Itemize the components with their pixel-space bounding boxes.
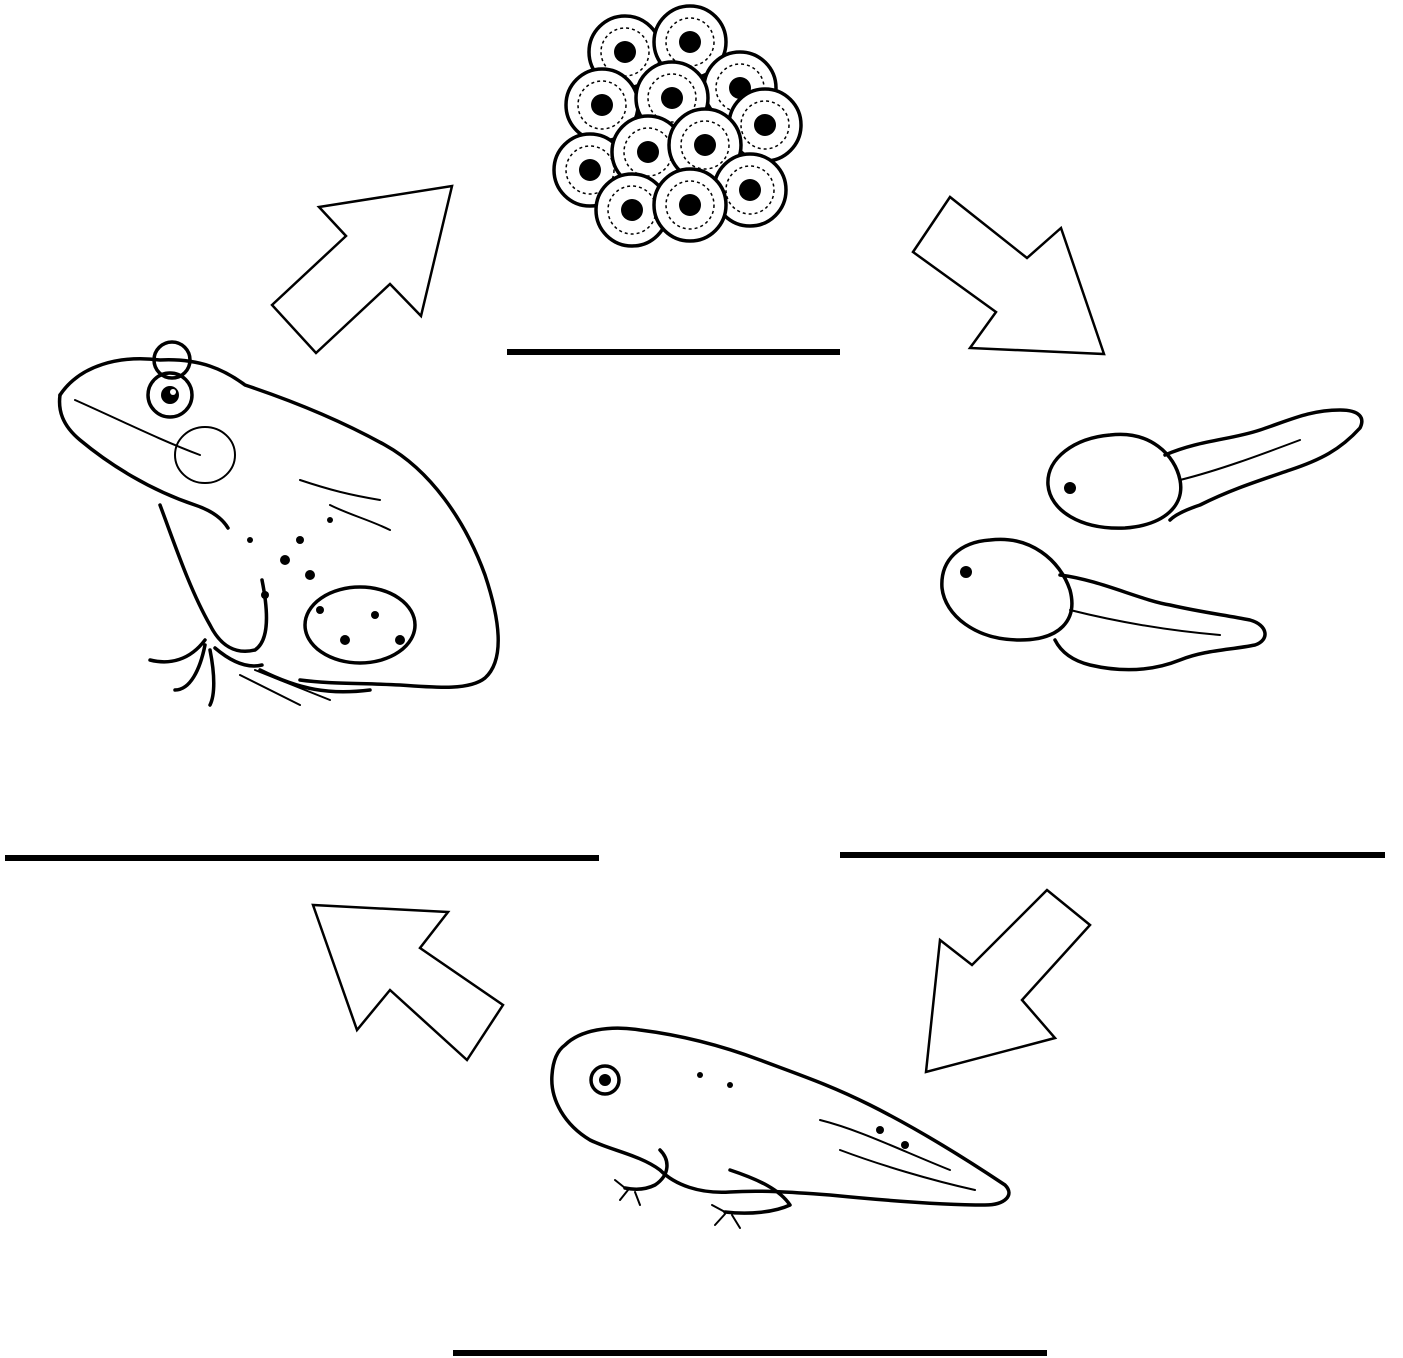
egg-embryo <box>679 194 701 216</box>
tadpole-icon <box>942 410 1362 670</box>
egg-embryo <box>621 199 643 221</box>
egg-embryo <box>591 94 613 116</box>
arrow-eggs-to-tadpoles <box>913 197 1104 354</box>
egg-embryo <box>637 141 659 163</box>
frog-eggs-icon <box>554 6 801 246</box>
egg-embryo <box>679 31 701 53</box>
arrow-tadpoles-to-froglet <box>926 890 1090 1072</box>
frog-icon <box>60 342 499 705</box>
egg-embryo <box>614 41 636 63</box>
egg-embryo <box>579 159 601 181</box>
egg-embryo <box>754 114 776 136</box>
arrow-froglet-to-frog <box>313 905 503 1060</box>
egg-embryo <box>661 87 683 109</box>
egg-embryo <box>739 179 761 201</box>
egg-embryo <box>694 134 716 156</box>
arrow-frog-to-eggs <box>272 186 452 353</box>
